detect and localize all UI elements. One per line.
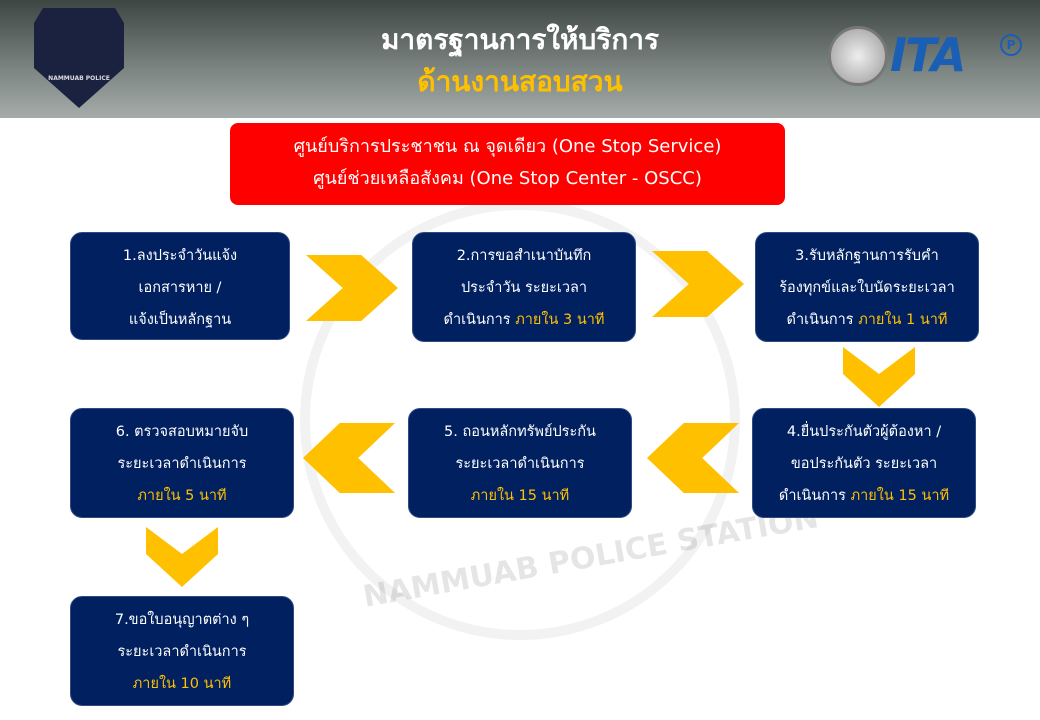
step-5: 5. ถอนหลักทรัพย์ประกัน ระยะเวลาดำเนินการ… — [408, 408, 632, 518]
step-time: ภายใน 1 นาที — [858, 312, 948, 328]
banner-line-2: ศูนย์ช่วยเหลือสังคม (One Stop Center - O… — [313, 168, 702, 189]
step-time: ภายใน 15 นาที — [470, 488, 570, 504]
step-text: 2.การขอสำเนาบันทึก — [456, 248, 592, 264]
page-title: มาตรฐานการให้บริการ — [380, 23, 660, 56]
step-text: 3.รับหลักฐานการรับคำ — [795, 248, 939, 264]
service-banner: ศูนย์บริการประชาชน ณ จุดเดียว (One Stop … — [230, 123, 785, 205]
arrow-down-icon — [146, 527, 218, 587]
ita-registered-mark: P — [1000, 34, 1022, 56]
banner-line-1: ศูนย์บริการประชาชน ณ จุดเดียว (One Stop … — [293, 136, 722, 157]
step-text: ร้องทุกข์และใบนัดระยะเวลา — [779, 280, 955, 296]
badge-text: NAMMUAB POLICE — [48, 75, 110, 82]
step-time: ภายใน 5 นาที — [137, 488, 227, 504]
step-1: 1.ลงประจำวันแจ้ง เอกสารหาย / แจ้งเป็นหลั… — [70, 232, 290, 340]
step-text: เอกสารหาย / — [138, 280, 222, 296]
step-text: ระยะเวลาดำเนินการ — [117, 456, 247, 472]
step-text: ดำเนินการ — [443, 312, 511, 328]
step-text: ประจำวัน ระยะเวลา — [460, 280, 588, 296]
step-time: ภายใน 3 นาที — [515, 312, 605, 328]
step-3: 3.รับหลักฐานการรับคำ ร้องทุกข์และใบนัดระ… — [755, 232, 979, 342]
seal-logo — [828, 26, 888, 86]
step-2: 2.การขอสำเนาบันทึก ประจำวัน ระยะเวลา ดำเ… — [412, 232, 636, 342]
step-text: ระยะเวลาดำเนินการ — [455, 456, 585, 472]
step-4: 4.ยื่นประกันตัวผู้ต้องหา / ขอประกันตัว ร… — [752, 408, 976, 518]
step-text: 7.ขอใบอนุญาตต่าง ๆ — [114, 612, 250, 628]
step-time: ภายใน 15 นาที — [850, 488, 950, 504]
step-text: แจ้งเป็นหลักฐาน — [128, 312, 232, 328]
step-text: ดำเนินการ — [778, 488, 846, 504]
step-6: 6. ตรวจสอบหมายจับ ระยะเวลาดำเนินการ ภายใ… — [70, 408, 294, 518]
step-text: ระยะเวลาดำเนินการ — [117, 644, 247, 660]
page-subtitle: ด้านงานสอบสวน — [417, 65, 623, 98]
step-text: 1.ลงประจำวันแจ้ง — [122, 248, 238, 264]
watermark-seal — [300, 200, 740, 640]
step-text: 4.ยื่นประกันตัวผู้ต้องหา / — [786, 424, 942, 440]
step-text: ดำเนินการ — [786, 312, 854, 328]
step-text: 6. ตรวจสอบหมายจับ — [115, 424, 249, 440]
ita-logo: ITA — [890, 28, 967, 82]
step-text: ขอประกันตัว ระยะเวลา — [790, 456, 938, 472]
step-time: ภายใน 10 นาที — [132, 676, 232, 692]
arrow-down-icon — [843, 347, 915, 407]
step-text: 5. ถอนหลักทรัพย์ประกัน — [444, 424, 596, 440]
step-7: 7.ขอใบอนุญาตต่าง ๆ ระยะเวลาดำเนินการ ภาย… — [70, 596, 294, 706]
